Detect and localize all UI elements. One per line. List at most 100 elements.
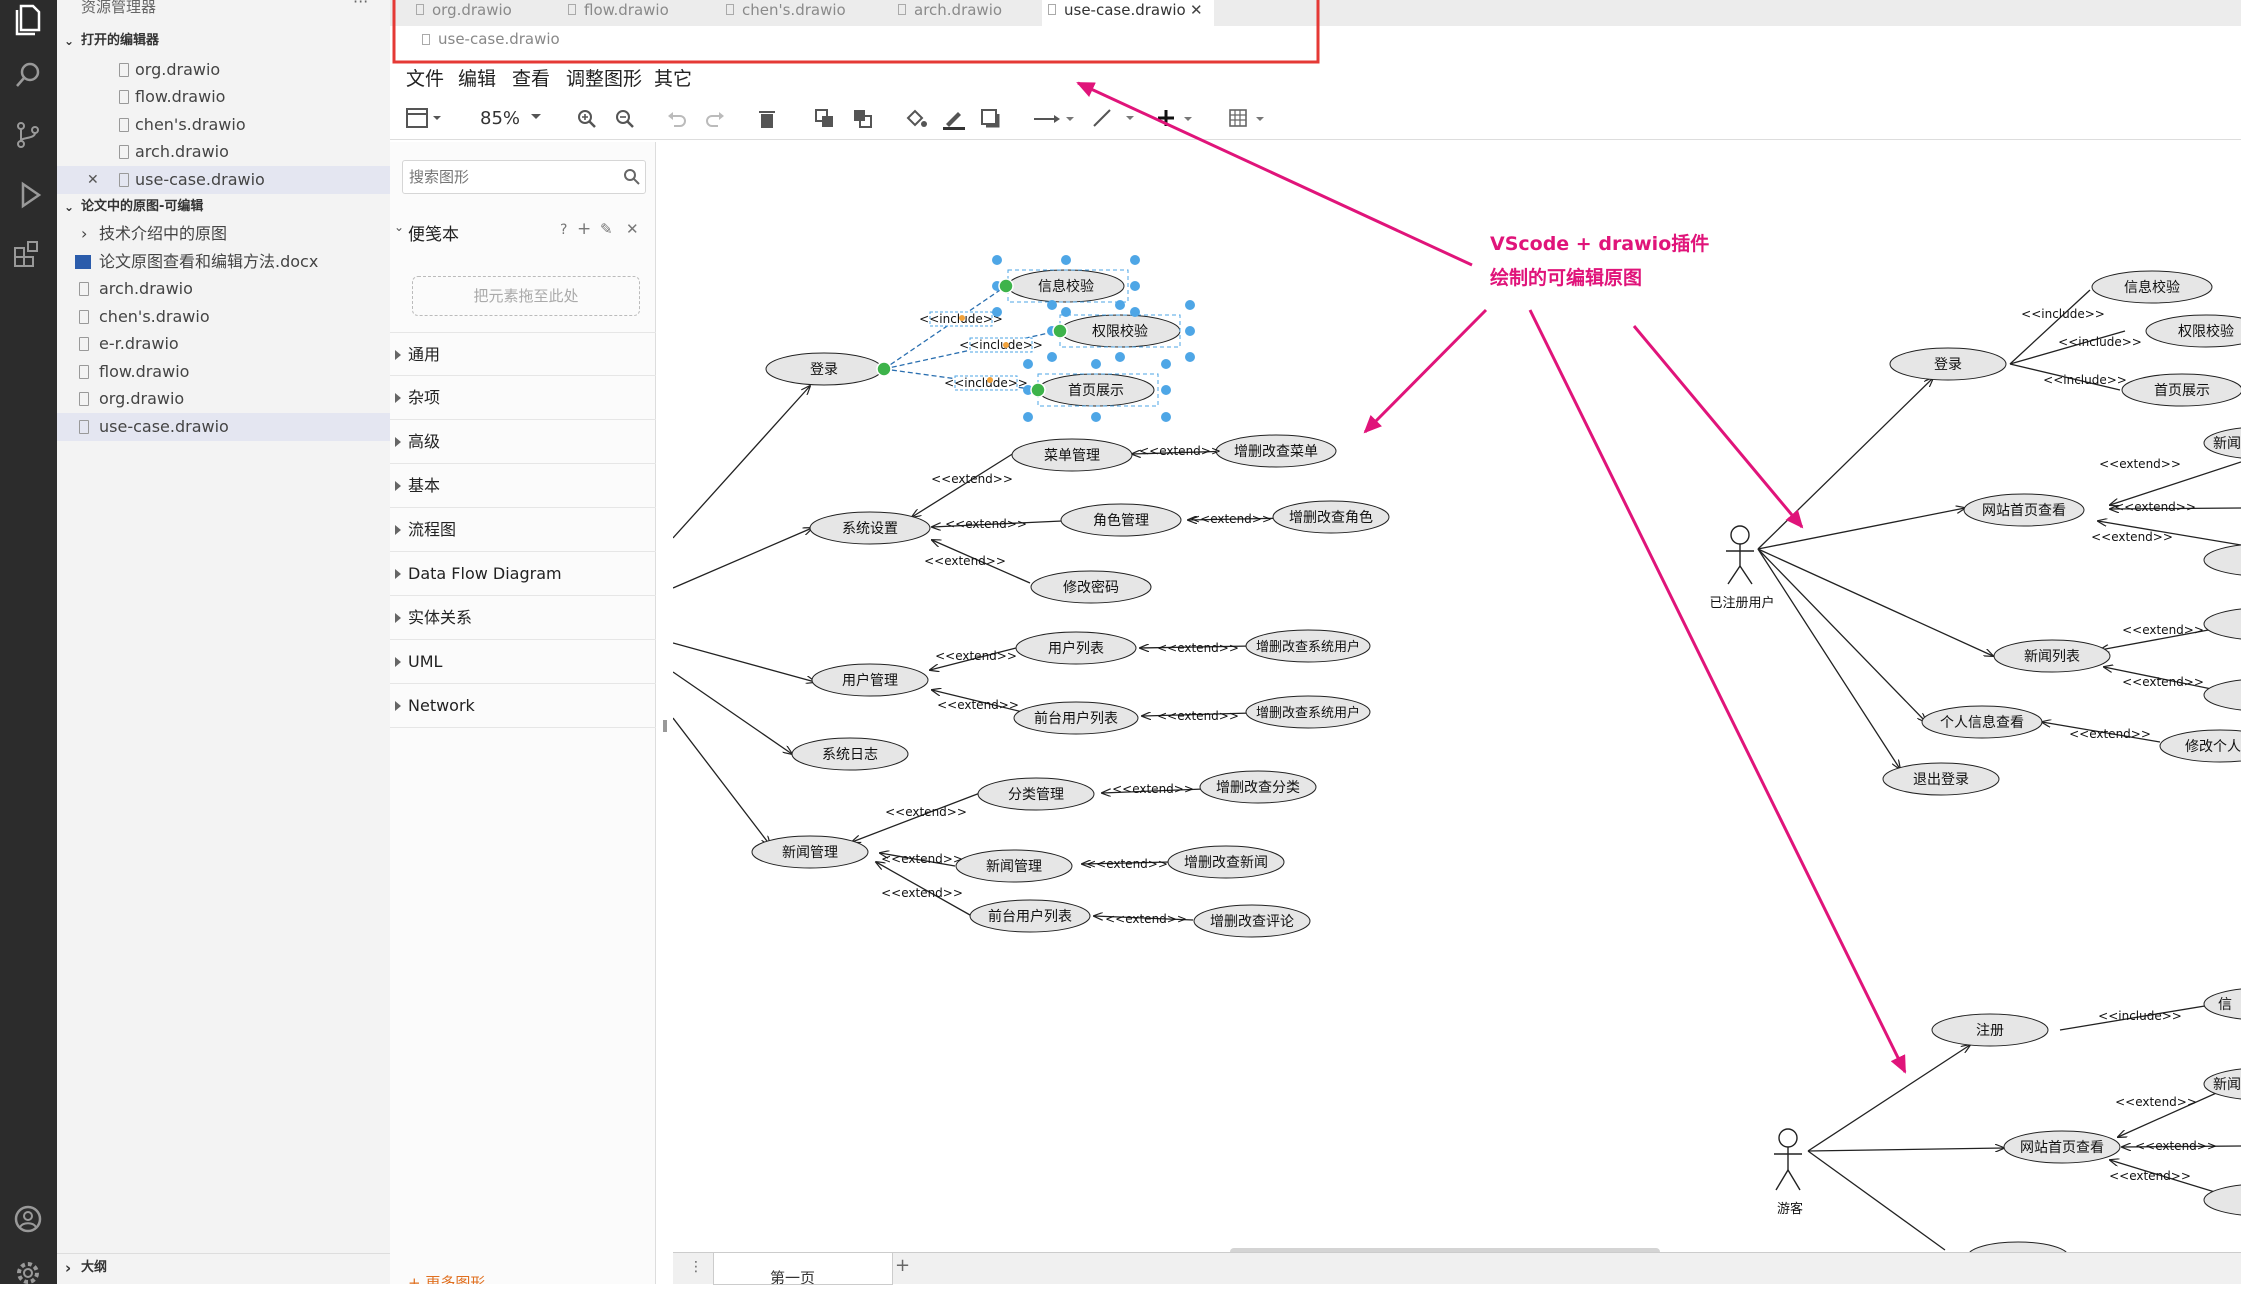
folder-item[interactable]: org.drawio (57, 385, 390, 413)
help-icon[interactable]: ? (560, 222, 568, 238)
folder-item[interactable]: chen's.drawio (57, 303, 390, 331)
actor-registered-user[interactable] (1726, 525, 1754, 585)
left-diagram-nodes[interactable]: 登录 信息校验 权限校验 首页展示 菜单管理 增删改查菜单 系统设置 角色管理 … (751, 269, 1390, 938)
node-home-display[interactable]: 首页展示 (1068, 383, 1124, 399)
folder-item[interactable]: flow.drawio (57, 358, 390, 386)
node-r-register[interactable]: 注册 (1976, 1023, 2004, 1039)
tab-flow[interactable]: flow.drawio (562, 0, 702, 26)
node-r-logout[interactable]: 退出登录 (1913, 772, 1969, 788)
category-entity-relation[interactable]: 实体关系 (390, 596, 656, 640)
menu-edit[interactable]: 编辑 (458, 68, 497, 90)
node-login[interactable]: 登录 (810, 362, 838, 378)
extensions-icon[interactable] (9, 234, 47, 272)
category-basic[interactable]: 基本 (390, 464, 656, 508)
outline-header[interactable]: ›大纲 (57, 1253, 390, 1281)
node-permission-check[interactable]: 权限校验 (1092, 323, 1148, 340)
node-system-log[interactable]: 系统日志 (822, 747, 878, 763)
node-crud-news[interactable]: 增删改查新闻 (1184, 855, 1268, 871)
page-tab-1[interactable]: 第一页 (713, 1253, 893, 1285)
open-editor-item[interactable]: chen's.drawio (57, 111, 390, 139)
shape-search-input[interactable] (409, 165, 609, 189)
node-r-guest-home[interactable]: 网站首页查看 (2020, 1140, 2104, 1156)
tab-chens[interactable]: chen's.drawio (720, 0, 885, 26)
close-icon[interactable]: ✕ (1190, 1, 1203, 19)
node-r-login[interactable]: 登录 (1934, 357, 1962, 373)
actor-guest[interactable] (1774, 1128, 1802, 1191)
connection-style-icon[interactable] (1032, 108, 1076, 130)
category-flowchart[interactable]: 流程图 (390, 508, 656, 552)
search-icon[interactable] (9, 56, 47, 94)
category-general[interactable]: 通用 (390, 332, 656, 376)
node-user-mgmt[interactable]: 用户管理 (842, 672, 898, 689)
page-menu-icon[interactable]: ⋮ (689, 1259, 703, 1275)
node-r-news-partial-2[interactable]: 新闻 (2213, 1077, 2241, 1093)
scratchpad-drop-zone[interactable]: 把元素拖至此处 (412, 276, 640, 316)
folder-item-subfolder[interactable]: ›技术介绍中的原图 (57, 220, 390, 248)
menu-extras[interactable]: 其它 (654, 68, 693, 90)
node-r-news-partial[interactable]: 新闻 (2213, 436, 2241, 452)
zoom-out-icon[interactable] (614, 108, 636, 130)
more-actions-icon[interactable]: ··· (353, 0, 369, 11)
run-debug-icon[interactable] (9, 176, 47, 214)
node-r-info-check[interactable]: 信息校验 (2124, 279, 2180, 296)
node-r-edit-profile[interactable]: 修改个人信 (2185, 739, 2241, 755)
open-editor-item-active[interactable]: ✕use-case.drawio (57, 166, 390, 194)
edit-icon[interactable]: ✎ (600, 220, 613, 238)
open-editors-header[interactable]: ⌄打开的编辑器 (64, 33, 160, 48)
settings-gear-icon[interactable] (9, 1254, 47, 1292)
panel-resize-handle[interactable] (663, 720, 667, 732)
menu-file[interactable]: 文件 (406, 68, 445, 90)
more-shapes-button[interactable]: + 更多图形 (408, 1274, 486, 1284)
to-back-icon[interactable] (852, 108, 874, 130)
scratchpad-header[interactable]: ⌄ 便笺本 ? + ✎ ✕ (394, 219, 639, 245)
right-diagram-nodes[interactable]: 登录 信息校验 权限校验 首页展示 网站首页查看 新闻列表 个人信息查看 修改个… (1882, 270, 2241, 1252)
node-news-mgmt[interactable]: 新闻管理 (782, 845, 838, 861)
node-r-info-partial[interactable]: 信 (2218, 997, 2232, 1013)
zoom-level[interactable]: 85% (480, 108, 521, 129)
node-crud-role[interactable]: 增删改查角色 (1289, 509, 1373, 526)
folder-item[interactable]: e-r.drawio (57, 330, 390, 358)
node-r-news-list[interactable]: 新闻列表 (2024, 649, 2080, 665)
open-editor-item[interactable]: org.drawio (57, 56, 390, 84)
waypoints-icon[interactable] (1090, 106, 1134, 130)
category-uml[interactable]: UML (390, 640, 656, 684)
zoom-in-icon[interactable] (576, 108, 598, 130)
tab-use-case[interactable]: use-case.drawio✕ (1042, 0, 1214, 26)
node-r-permission-check[interactable]: 权限校验 (2178, 323, 2234, 340)
node-news-mgmt-2[interactable]: 新闻管理 (986, 859, 1042, 875)
open-editor-item[interactable]: flow.drawio (57, 83, 390, 111)
folder-header[interactable]: ⌄论文中的原图-可编辑 (64, 199, 204, 214)
node-system-settings[interactable]: 系统设置 (842, 521, 898, 537)
category-misc[interactable]: 杂项 (390, 376, 656, 420)
add-icon[interactable]: + (577, 219, 592, 239)
tab-arch[interactable]: arch.drawio (892, 0, 1042, 26)
node-crud-sys-user-2[interactable]: 增删改查系统用户 (1256, 705, 1360, 721)
undo-icon[interactable] (666, 108, 688, 130)
node-r-profile-view[interactable]: 个人信息查看 (1940, 714, 2024, 731)
node-role-mgmt[interactable]: 角色管理 (1093, 512, 1149, 529)
node-info-check[interactable]: 信息校验 (1038, 278, 1094, 295)
close-icon[interactable]: ✕ (626, 220, 639, 238)
folder-item-selected[interactable]: use-case.drawio (57, 413, 390, 441)
delete-icon[interactable] (756, 108, 778, 130)
account-icon[interactable] (9, 1200, 47, 1238)
source-control-icon[interactable] (9, 116, 47, 154)
folder-item[interactable]: arch.drawio (57, 275, 390, 303)
node-change-password[interactable]: 修改密码 (1063, 579, 1119, 596)
table-icon[interactable] (1228, 108, 1272, 130)
diagram-canvas[interactable]: 登录 信息校验 权限校验 首页展示 菜单管理 增删改查菜单 系统设置 角色管理 … (673, 142, 2241, 1252)
shadow-icon[interactable] (980, 108, 1004, 130)
line-color-icon[interactable] (942, 108, 966, 130)
node-category-mgmt[interactable]: 分类管理 (1008, 787, 1064, 803)
node-crud-menu[interactable]: 增删改查菜单 (1234, 444, 1318, 460)
node-crud-comment[interactable]: 增删改查评论 (1210, 914, 1294, 930)
folder-item[interactable]: 论文原图查看和编辑方法.docx (57, 248, 390, 276)
tab-org[interactable]: org.drawio (410, 0, 540, 26)
node-user-list[interactable]: 用户列表 (1048, 640, 1104, 657)
menu-arrange[interactable]: 调整图形 (566, 68, 643, 90)
files-icon[interactable] (9, 0, 47, 38)
zoom-dropdown-icon[interactable] (530, 112, 542, 122)
node-r-home-display[interactable]: 首页展示 (2154, 383, 2210, 399)
node-front-user-list-2[interactable]: 前台用户列表 (988, 908, 1072, 925)
category-advanced[interactable]: 高级 (390, 420, 656, 464)
